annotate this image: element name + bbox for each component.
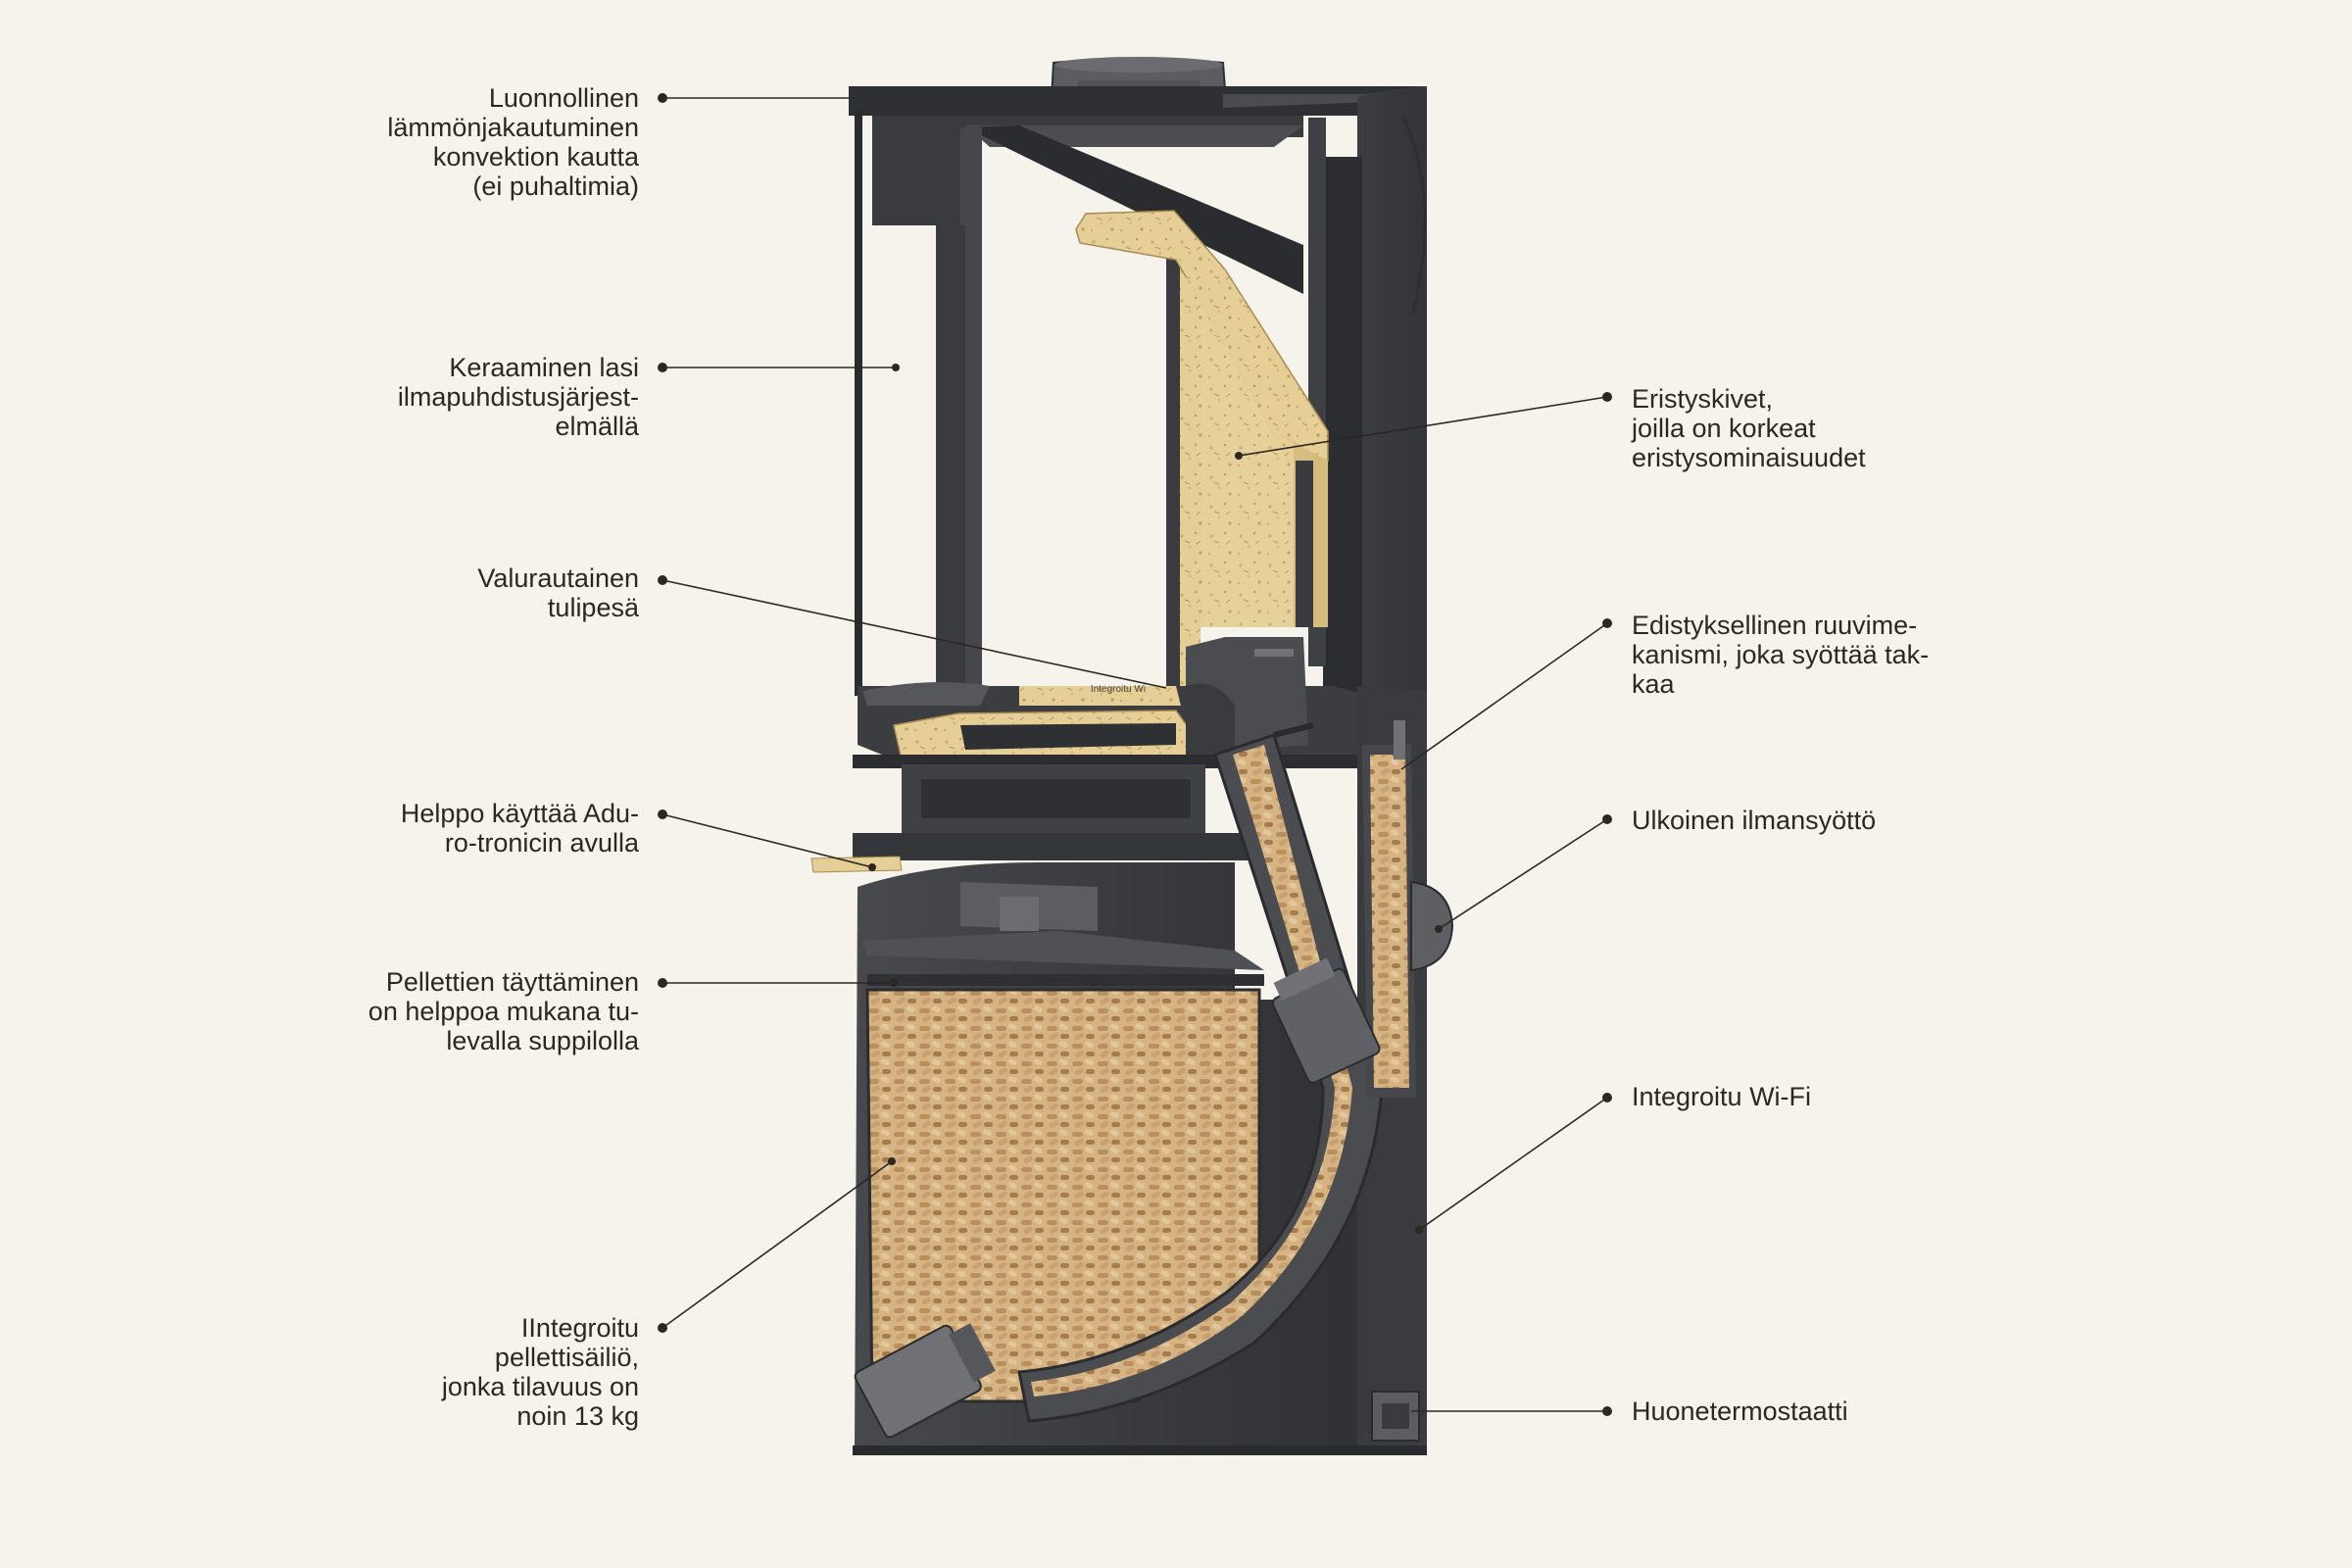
- label-line: jonka tilavuus on: [441, 1372, 639, 1401]
- ceramic-glass-window: [1015, 227, 1168, 668]
- bottom-motor: [854, 1323, 996, 1439]
- pellet-hopper-lid: [862, 931, 1264, 970]
- label-line: tulipesä: [547, 593, 639, 622]
- label-screw: Edistyksellinen ruuvime- kanismi, joka s…: [1632, 611, 1929, 699]
- label-funnel: Pellettien täyttäminen on helppoa mukana…: [368, 967, 639, 1055]
- screw-motor: [1271, 957, 1381, 1084]
- label-line: ilmapuhdistusjärjest-: [397, 382, 639, 412]
- label-wifi: Integroitu Wi-Fi: [1632, 1082, 1811, 1111]
- label-line: Eristyskivet,: [1632, 384, 1774, 414]
- label-line: Ulkoinen ilmansyöttö: [1632, 806, 1877, 835]
- glass-print-text: Integroitu Wi: [1091, 684, 1146, 695]
- label-line: Huonetermostaatti: [1632, 1396, 1848, 1426]
- label-line: kanismi, joka syöttää tak-: [1632, 640, 1930, 669]
- external-air-intake: [1410, 880, 1454, 972]
- label-insulation: Eristyskivet, joilla on korkeat eristyso…: [1632, 384, 1866, 472]
- label-line: elmällä: [555, 412, 639, 441]
- label-line: joilla on korkeat: [1632, 414, 1816, 443]
- label-line: on helppoa mukana tu-: [368, 997, 639, 1026]
- label-thermostat: Huonetermostaatti: [1632, 1396, 1848, 1426]
- label-line: IIntegroitu: [520, 1313, 639, 1343]
- label-line: ro-tronicin avulla: [444, 828, 639, 858]
- label-line: Edistyksellinen ruuvime-: [1632, 611, 1918, 640]
- label-line: (ei puhaltimia): [472, 172, 639, 201]
- label-line: Pellettien täyttäminen: [385, 967, 639, 997]
- label-line: Luonnollinen: [488, 83, 639, 113]
- label-glass: Keraaminen lasi ilmapuhdistusjärjest- el…: [398, 353, 639, 441]
- label-line: Valurautainen: [477, 564, 639, 593]
- side-casing: [1357, 86, 1427, 691]
- label-line: pellettisäiliö,: [494, 1343, 639, 1372]
- label-line: lämmönjakautuminen: [387, 113, 639, 142]
- label-line: levalla suppilolla: [446, 1026, 639, 1055]
- adurotronic-control: [810, 856, 903, 873]
- label-tank: IIntegroitu pellettisäiliö, jonka tilavu…: [442, 1313, 639, 1431]
- label-line: Keraaminen lasi: [449, 353, 639, 382]
- label-line: konvektion kautta: [432, 142, 639, 172]
- label-line: Helppo käyttää Adu-: [400, 799, 639, 828]
- label-air: Ulkoinen ilmansyöttö: [1632, 806, 1876, 835]
- label-convection: Luonnollinen lämmönjakautuminen konvekti…: [387, 83, 639, 201]
- label-line: noin 13 kg: [516, 1401, 639, 1431]
- label-line: eristysominaisuudet: [1632, 443, 1866, 472]
- label-line: Integroitu Wi-Fi: [1632, 1082, 1812, 1111]
- label-firebox: Valurautainen tulipesä: [477, 564, 639, 622]
- label-line: kaa: [1632, 669, 1675, 699]
- label-adurotronic: Helppo käyttää Adu- ro-tronicin avulla: [401, 799, 639, 858]
